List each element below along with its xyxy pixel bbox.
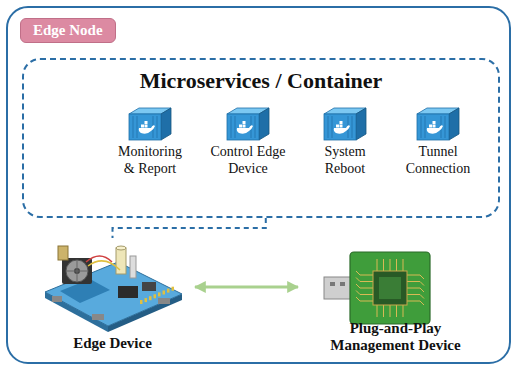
trace [407, 288, 424, 292]
pcb-traces [356, 259, 424, 317]
trace [403, 305, 404, 317]
microservice: Tunnel Connection [392, 104, 484, 192]
container-icon [324, 108, 366, 140]
plug-device-illustration [324, 252, 430, 324]
pin [154, 294, 157, 298]
pin [172, 287, 175, 291]
trace [390, 259, 391, 271]
pin [145, 298, 148, 302]
trace [407, 301, 424, 305]
trace [356, 278, 373, 282]
pin [140, 300, 143, 304]
trace [396, 259, 397, 271]
service-label: System Reboot [307, 144, 383, 178]
trace [407, 275, 424, 279]
service-label: Tunnel Connection [400, 144, 476, 178]
pin [163, 291, 166, 295]
microservice: Control Edge Device [202, 104, 294, 192]
container-icon [129, 108, 171, 140]
container-icon [417, 108, 459, 140]
edge-device-illustration [45, 246, 182, 332]
trace [356, 284, 373, 288]
service-label: Monitoring & Report [112, 144, 188, 178]
microservice: Monitoring & Report [104, 104, 196, 192]
trace [403, 259, 404, 271]
microservice: System Reboot [299, 104, 391, 192]
region-tab: Edge Node [20, 18, 116, 43]
trace [356, 291, 373, 295]
trace [377, 259, 378, 271]
device-label: Plug-and-Play Management Device [321, 320, 471, 355]
trace [377, 305, 378, 317]
service-label: Control Edge Device [210, 144, 286, 178]
container-group: Microservices / ContainerMonitoring & Re… [22, 58, 500, 218]
pin [158, 292, 161, 296]
trace [390, 305, 391, 317]
dashed-link [113, 218, 266, 238]
trace [356, 271, 373, 275]
group-title: Microservices / Container [140, 68, 383, 93]
header-pins [140, 287, 174, 304]
trace [383, 305, 384, 317]
trace [407, 295, 424, 299]
edge-node-region: Edge NodeMicroservices / ContainerMonito… [6, 6, 511, 364]
pin [149, 296, 152, 300]
container-icon [227, 108, 269, 140]
trace [383, 259, 384, 271]
device-label: Edge Device [73, 335, 152, 352]
pin [167, 289, 170, 293]
trace [407, 282, 424, 286]
trace [356, 297, 373, 301]
trace [396, 305, 397, 317]
double-arrow [195, 286, 298, 289]
edge-device: Edge Device [30, 238, 195, 356]
management-device: Plug-and-Play Management Device [298, 248, 493, 358]
